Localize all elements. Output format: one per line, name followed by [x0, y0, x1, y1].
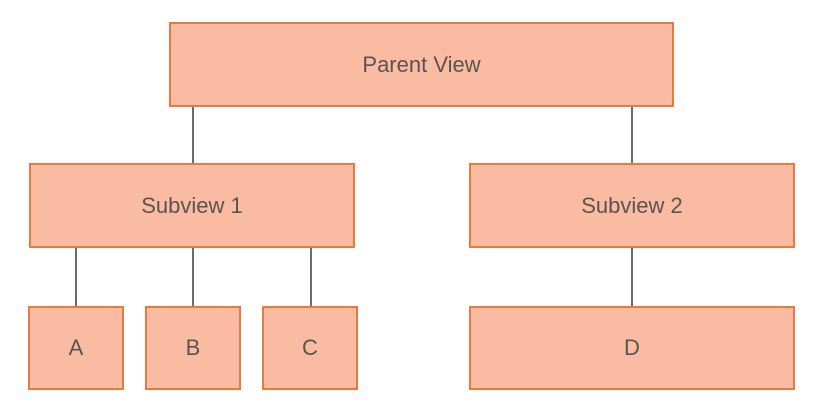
subview-2-label: Subview 2 [581, 192, 683, 218]
subview-1-node: Subview 1 [29, 163, 355, 248]
subview-2-node: Subview 2 [469, 163, 795, 248]
connector-subview1-b [192, 248, 194, 306]
connector-parent-subview1 [192, 107, 194, 163]
subview-1-label: Subview 1 [141, 192, 243, 218]
parent-view-label: Parent View [362, 51, 481, 77]
node-d: D [469, 306, 795, 390]
connector-parent-subview2 [631, 107, 633, 163]
node-a: A [28, 306, 124, 390]
connector-subview1-a [75, 248, 77, 306]
node-a-label: A [68, 335, 84, 360]
node-b: B [145, 306, 241, 390]
node-b-label: B [185, 335, 201, 360]
node-c: C [262, 306, 358, 390]
parent-view-node: Parent View [169, 22, 674, 107]
connector-subview1-c [310, 248, 312, 306]
node-d-label: D [624, 335, 640, 360]
connector-subview2-d [631, 248, 633, 306]
node-c-label: C [302, 335, 318, 360]
